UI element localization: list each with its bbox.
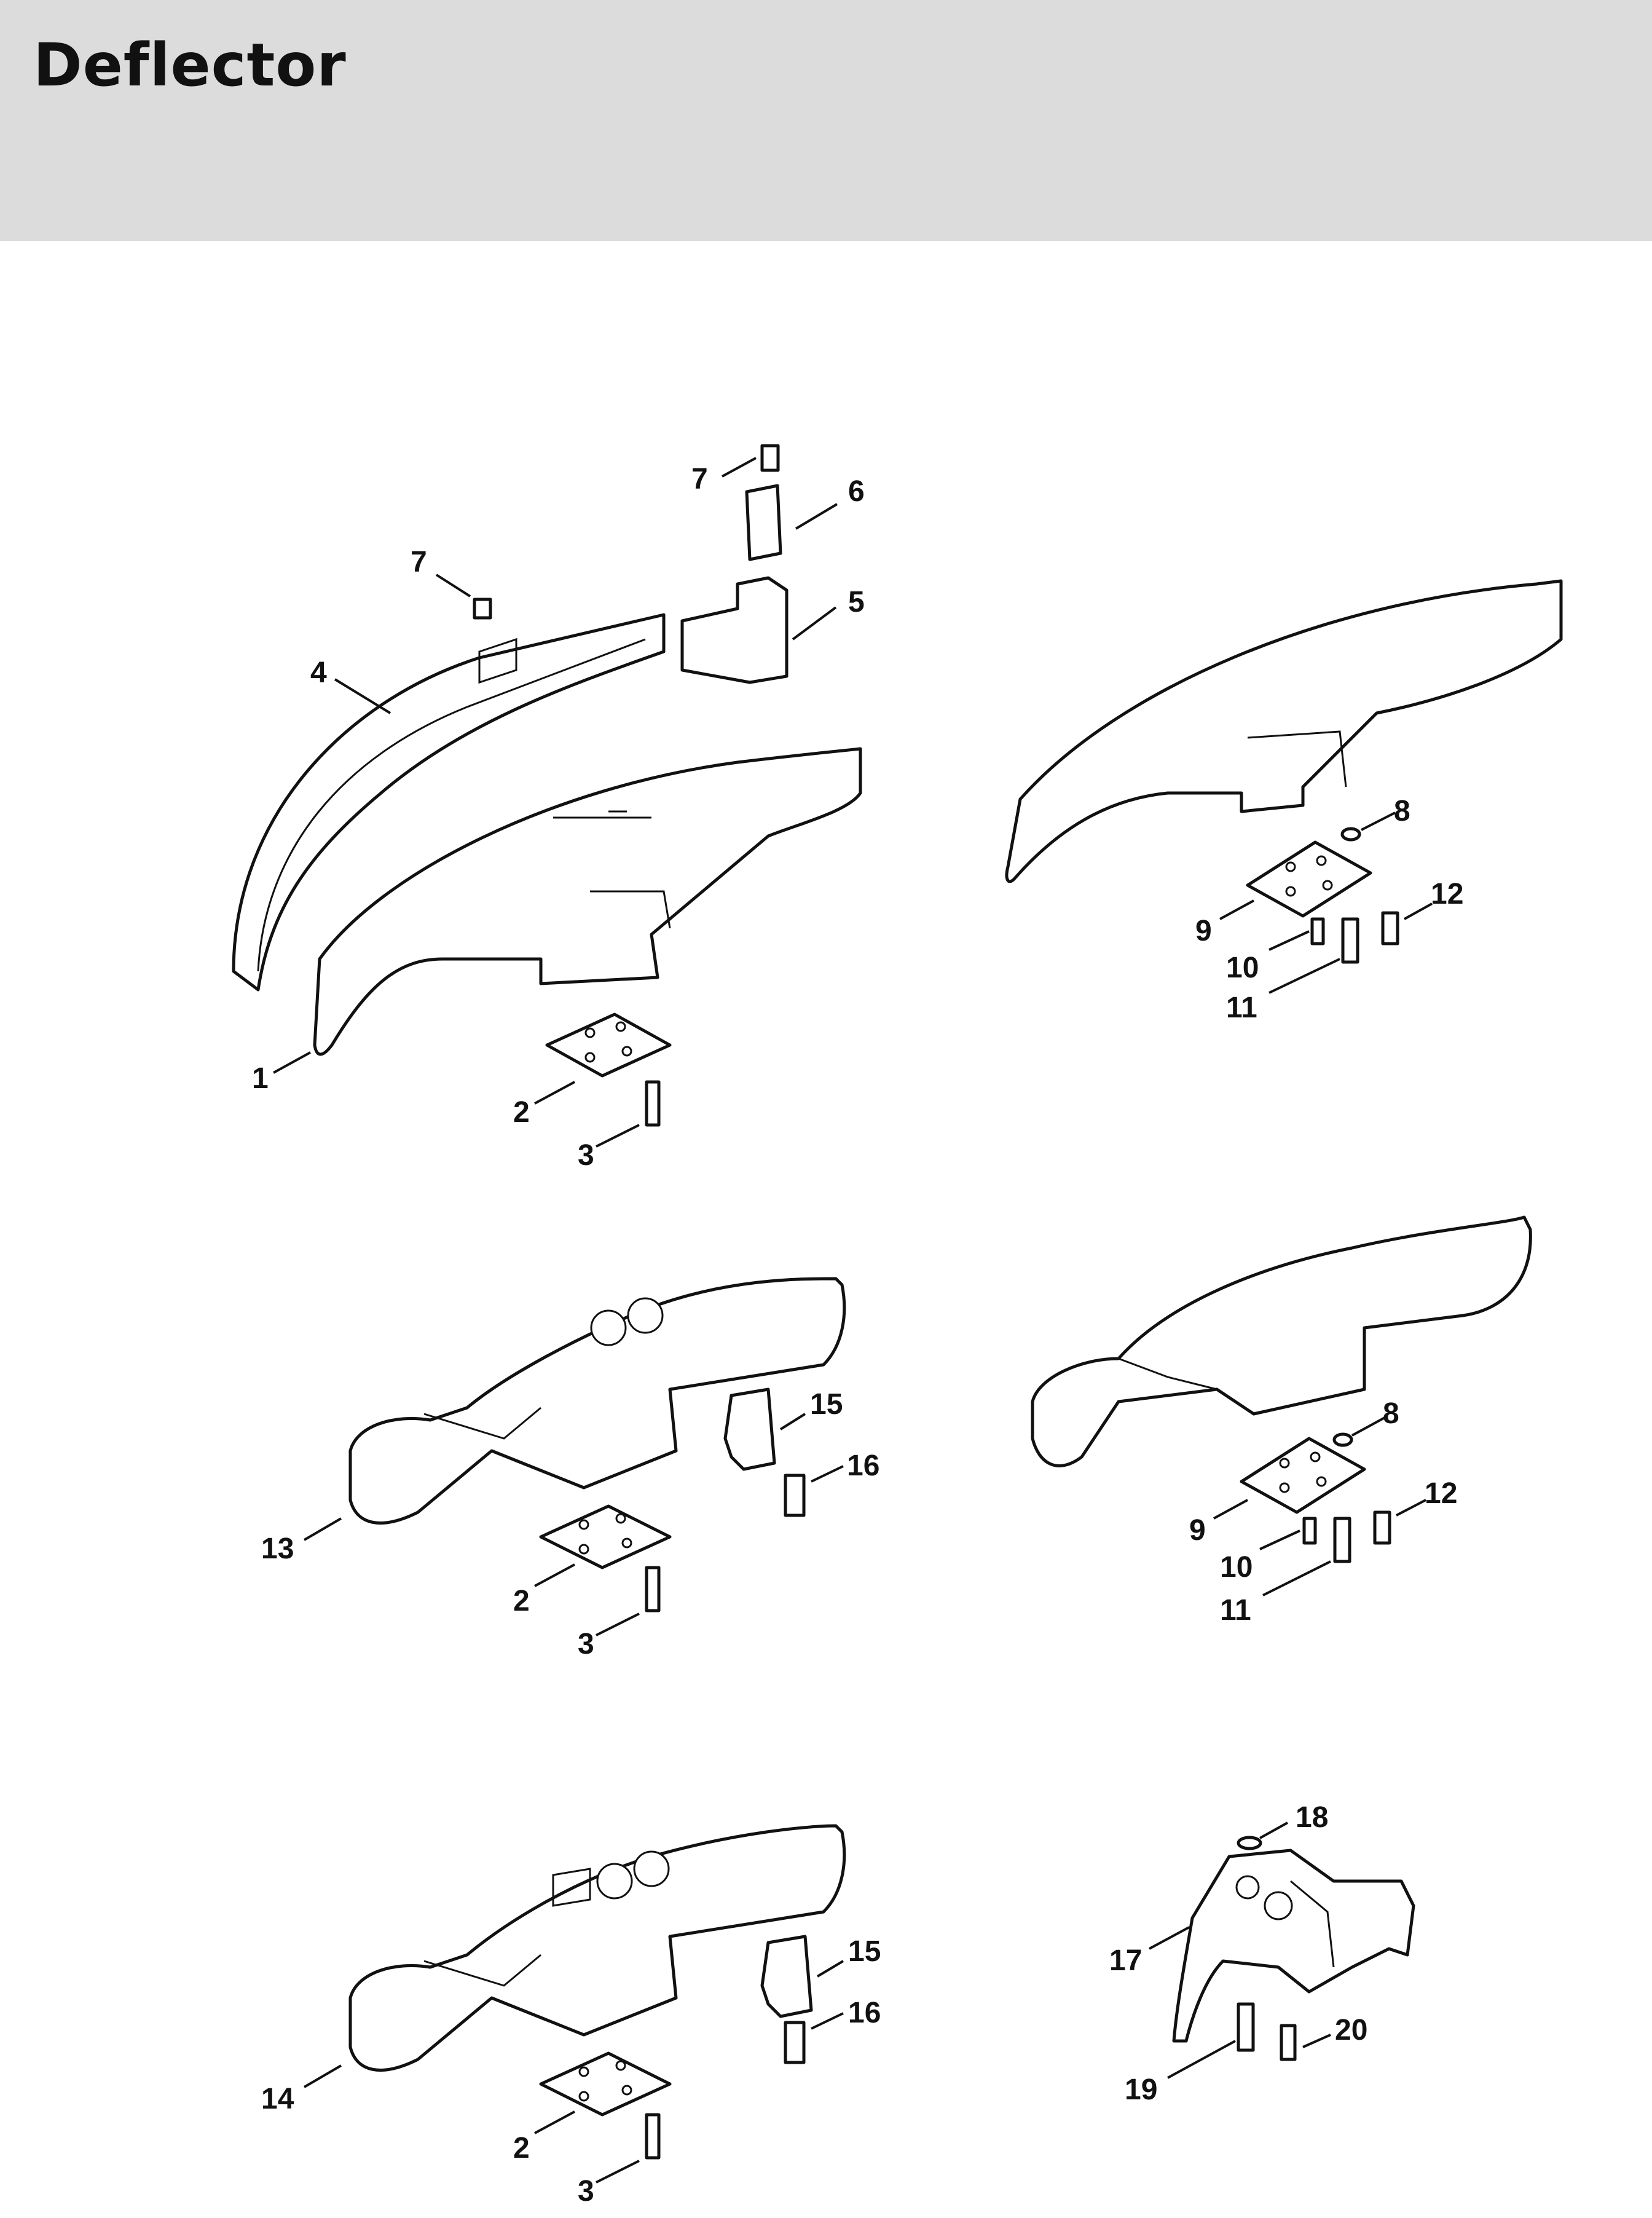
housing-part-17[interactable] [1172,1849,1415,2043]
callout-16: 16 [847,1450,879,1482]
callout-11: 11 [1226,992,1257,1024]
screw-part-10-g4[interactable] [1302,1517,1317,1545]
washer-part-18[interactable] [1237,1836,1262,1850]
callout-14: 14 [261,2083,294,2115]
bracket-part-15-g5[interactable] [760,1935,813,2018]
callout-20: 20 [1335,2014,1367,2046]
callout-16-g5: 16 [848,1997,881,2029]
guard-part-4[interactable] [232,613,666,992]
screw-part-12[interactable] [1381,911,1399,945]
callout-10-g4: 10 [1220,1551,1253,1584]
callout-7-left: 7 [411,546,427,578]
plate-part-9[interactable] [1246,840,1372,918]
plate-part-2-g5[interactable] [539,2051,672,2117]
callout-3-g3: 3 [578,1628,594,1660]
callout-7-top: 7 [691,463,708,495]
assembly-group-5: 14 2 3 15 16 [261,1824,881,2208]
callout-15: 15 [810,1388,843,1421]
plate-part-9-g4[interactable] [1240,1437,1366,1514]
screw-part-12-g4[interactable] [1373,1510,1391,1545]
header-bar: Deflector [0,0,1652,241]
callout-3: 3 [578,1139,594,1172]
screw-part-7-left[interactable] [473,598,492,620]
assembly-group-4: 8 9 10 11 12 [1031,1215,1532,1627]
callout-2-g5: 2 [513,2132,530,2165]
plate-part-2-g3[interactable] [539,1504,672,1569]
callout-8: 8 [1394,795,1410,827]
bracket-part-5[interactable] [680,576,789,684]
callout-3-g5: 3 [578,2175,594,2208]
callout-12: 12 [1431,878,1463,910]
callout-10: 10 [1226,952,1259,984]
spring-part-16[interactable] [784,1474,806,1517]
screw-part-11-g4[interactable] [1333,1517,1351,1563]
screw-part-10[interactable] [1310,917,1325,945]
bracket-part-15[interactable] [723,1387,776,1471]
screw-part-3-g3[interactable] [645,1566,661,1612]
callout-13: 13 [261,1533,294,1565]
assembly-group-6: 18 17 19 20 [1109,1801,1415,2106]
screw-part-3-g5[interactable] [645,2113,661,2160]
callout-11-g4: 11 [1220,1594,1251,1627]
assembly-group-2: 8 9 10 11 12 [1005,579,1563,1024]
bracket-part-6[interactable] [745,484,782,561]
callout-6: 6 [848,475,865,508]
spring-part-16-g5[interactable] [784,2021,806,2064]
callout-15-g5: 15 [848,1935,881,1968]
assembly-group-3: 13 2 3 15 16 [261,1277,879,1660]
callout-19: 19 [1125,2074,1157,2106]
screw-part-11[interactable] [1341,917,1359,964]
page-title: Deflector [33,31,347,100]
deflector-part-13[interactable] [348,1277,846,1525]
screw-part-7-top[interactable] [760,444,780,472]
screw-part-19[interactable] [1237,2002,1255,2052]
plate-part-2[interactable] [545,1012,672,1078]
washer-part-8[interactable] [1340,827,1361,842]
callout-4: 4 [310,657,327,689]
screw-part-3[interactable] [645,1080,661,1127]
callout-5: 5 [848,586,865,618]
deflector-part-14[interactable] [348,1824,846,2072]
callout-18: 18 [1296,1801,1328,1834]
callout-9: 9 [1195,915,1212,947]
callout-1: 1 [252,1062,269,1095]
callout-12-g4: 12 [1425,1477,1457,1510]
deflector-part-1[interactable] [313,747,862,1056]
callout-17: 17 [1109,1944,1142,1977]
washer-part-8-g4[interactable] [1332,1432,1353,1447]
callout-2-g3: 2 [513,1585,530,1617]
callout-9-g4: 9 [1189,1514,1206,1547]
assembly-group-1: 1 2 3 4 5 6 7 7 [232,444,865,1172]
screw-part-20[interactable] [1280,2024,1297,2061]
deflector-part-g2[interactable] [1005,579,1563,883]
callout-2: 2 [513,1096,530,1129]
callout-8-g4: 8 [1383,1397,1399,1430]
deflector-part-g4[interactable] [1031,1215,1532,1467]
